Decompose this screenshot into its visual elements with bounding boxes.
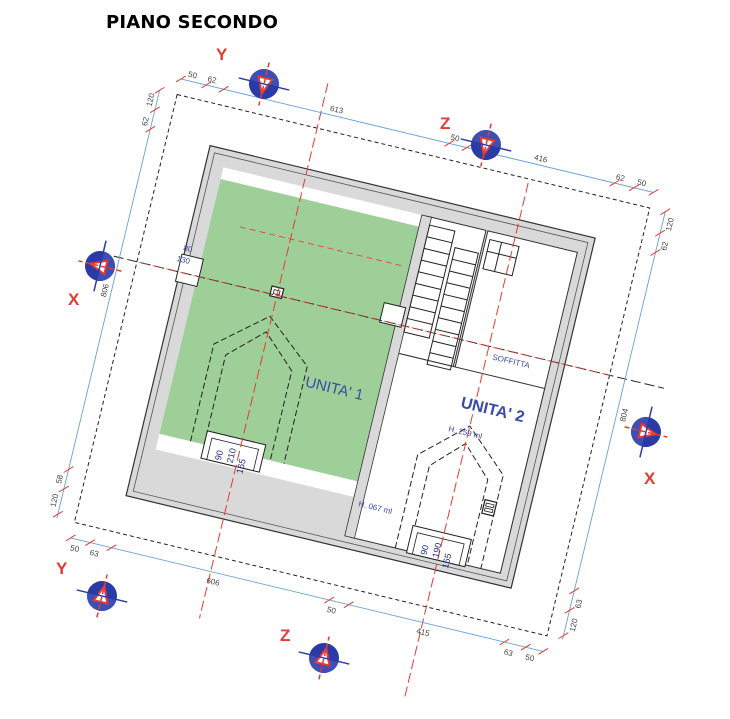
dim-top-5: 416 <box>533 153 549 165</box>
dim-top-2: 62 <box>207 74 218 85</box>
section-marker-z-bottom <box>292 629 356 687</box>
section-marker-z-top <box>454 116 518 174</box>
section-label-x-right: X <box>644 469 656 488</box>
dim-wall-opening-2: 130 <box>176 254 192 266</box>
dim-wall-opening-1: 80 <box>182 243 193 254</box>
dim-left-1: 120 <box>145 92 157 108</box>
roof-lines-unit1 <box>190 315 308 464</box>
dim-bottom-5: 415 <box>416 626 432 638</box>
dim-right-2: 62 <box>659 240 670 251</box>
dim-right-3: 804 <box>618 407 630 423</box>
section-label-y-top: Y <box>216 45 228 64</box>
dim-right-5: 120 <box>568 617 580 633</box>
stairs-unit1 <box>378 224 456 339</box>
chimney-unit2 <box>481 498 498 517</box>
opening-unit1-width: 90 <box>213 449 225 461</box>
dim-left-5: 120 <box>49 492 61 508</box>
dim-left-2: 62 <box>140 116 151 127</box>
dim-bottom-4: 50 <box>326 605 337 616</box>
dim-top-6: 62 <box>615 172 626 183</box>
section-marker-y-bottom <box>70 567 134 625</box>
stairs-unit2 <box>426 238 520 371</box>
dim-top-3: 613 <box>329 104 345 116</box>
chimney-unit1 <box>268 285 285 300</box>
section-marker-y-top <box>232 55 296 113</box>
dim-bottom-3: 606 <box>205 576 221 588</box>
dim-right-4: 63 <box>573 598 584 609</box>
section-label-x-left: X <box>68 290 80 309</box>
opening-unit2-width: 90 <box>419 544 431 556</box>
opening-unit2-height: 190 <box>430 542 443 559</box>
opening-unit1-sill: 165 <box>234 458 247 475</box>
section-label-z-bottom: Z <box>280 626 290 645</box>
dim-top-7: 50 <box>636 178 647 189</box>
left-wall-opening <box>174 253 205 288</box>
section-axis-z <box>403 182 529 699</box>
section-marker-x-left <box>71 234 129 298</box>
dim-left-4: 58 <box>54 473 65 484</box>
outer-perimeter <box>73 93 651 637</box>
dim-bottom-2: 63 <box>89 548 100 559</box>
dim-bottom-7: 50 <box>524 653 535 664</box>
dim-top-4: 50 <box>450 133 461 144</box>
dim-bottom-1: 50 <box>69 543 80 554</box>
section-label-y-bottom: Y <box>56 559 68 578</box>
section-label-z-top: Z <box>440 114 450 133</box>
opening-unit1-height: 210 <box>225 447 238 464</box>
dim-bottom-6: 63 <box>503 647 514 658</box>
section-axis-y <box>198 83 329 619</box>
page-title: PIANO SECONDO <box>106 12 279 33</box>
dim-left-3: 806 <box>99 282 111 298</box>
dim-right-1: 120 <box>664 216 676 232</box>
opening-unit2-sill: 165 <box>440 552 453 569</box>
party-wall <box>344 214 432 539</box>
unit1-green-floor <box>159 179 421 482</box>
dim-top-1: 50 <box>187 70 198 81</box>
